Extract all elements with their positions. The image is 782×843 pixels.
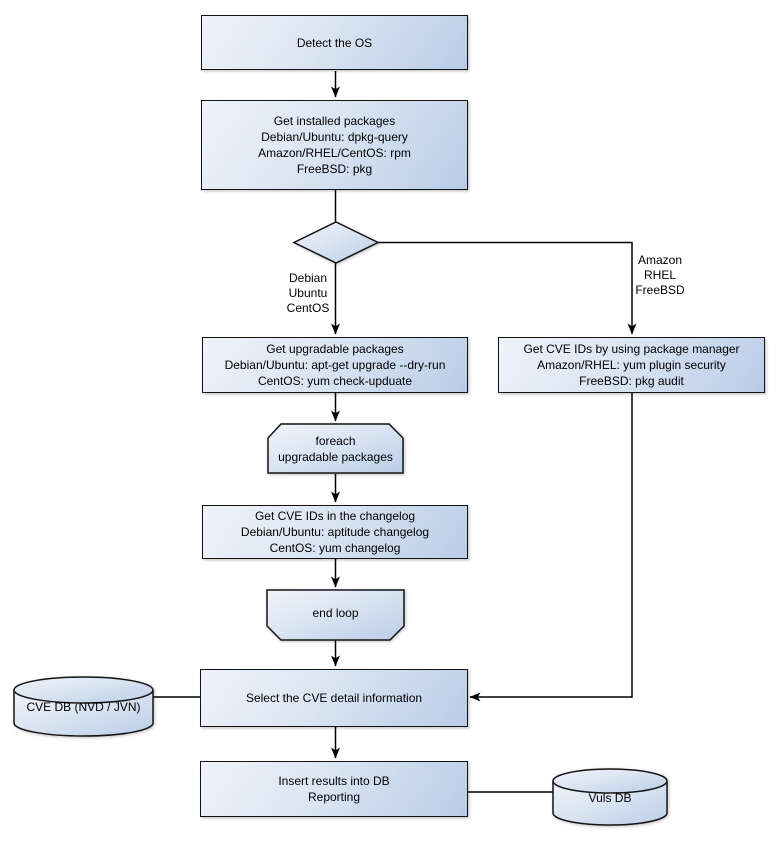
- node-label-line: Debian/Ubuntu: aptitude changelog: [240, 525, 430, 539]
- node-get-cve-ids-changelog: Get CVE IDs in the changelog Debian/Ubun…: [202, 505, 468, 559]
- cve-db-cylinder-top: [13, 676, 154, 704]
- edge-pkg-manager-to-select: [469, 393, 633, 702]
- node-label-line: FreeBSD: pkg audit: [579, 374, 684, 388]
- node-label-line: Select the CVE detail information: [245, 691, 423, 705]
- node-label-line: Amazon/RHEL/CentOS: rpm: [258, 146, 411, 160]
- node-insert-results: Insert results into DB Reporting: [200, 761, 468, 817]
- edge-label-line: CentOS: [286, 301, 330, 315]
- node-label-line: Get upgradable packages: [266, 342, 404, 356]
- foreach-loop-shape: [267, 423, 404, 474]
- node-label-line: FreeBSD: pkg: [296, 162, 373, 176]
- edge-label-left-branch: Debian Ubuntu CentOS: [280, 271, 336, 316]
- cve-db-cylinder: [13, 676, 154, 737]
- edge-label-right-branch: Amazon RHEL FreeBSD: [628, 253, 692, 298]
- node-get-installed-packages: Get installed packages Debian/Ubuntu: dp…: [201, 100, 468, 190]
- node-detect-os: Detect the OS: [201, 15, 468, 70]
- os-decision-diamond: [292, 221, 380, 264]
- node-label-line: Get CVE IDs in the changelog: [254, 509, 416, 523]
- node-get-upgradable-packages: Get upgradable packages Debian/Ubuntu: a…: [202, 337, 468, 393]
- edge-label-line: Debian: [288, 271, 328, 285]
- edge-label-line: Ubuntu: [288, 286, 328, 300]
- edge-label-line: FreeBSD: [635, 283, 685, 297]
- node-label-line: CentOS: yum check-upduate: [257, 374, 413, 388]
- node-label-line: CentOS: yum changelog: [269, 541, 401, 555]
- node-label-line: Reporting: [307, 790, 361, 804]
- vuls-db-cylinder-top: [552, 768, 668, 794]
- node-detect-os-label: Detect the OS: [296, 35, 373, 50]
- node-label-line: Amazon/RHEL: yum plugin security: [537, 358, 726, 372]
- node-label-line: Debian/Ubuntu: apt-get upgrade --dry-run: [224, 358, 446, 372]
- edge-label-line: RHEL: [643, 268, 676, 282]
- vuls-db-cylinder: [552, 768, 668, 826]
- edge-label-line: Amazon: [637, 253, 683, 267]
- node-label-line: Get installed packages: [273, 114, 396, 128]
- node-label-line: Debian/Ubuntu: dpkg-query: [261, 130, 408, 144]
- node-get-cve-ids-package-manager: Get CVE IDs by using package manager Ama…: [498, 337, 765, 393]
- node-label-line: Get CVE IDs by using package manager: [523, 342, 740, 356]
- node-select-cve-detail: Select the CVE detail information: [200, 669, 468, 727]
- node-label-line: Insert results into DB: [278, 774, 390, 788]
- end-loop-shape: [266, 589, 405, 641]
- edge-decision-to-pkg-manager: [378, 241, 637, 335]
- connector-lines: [153, 71, 637, 793]
